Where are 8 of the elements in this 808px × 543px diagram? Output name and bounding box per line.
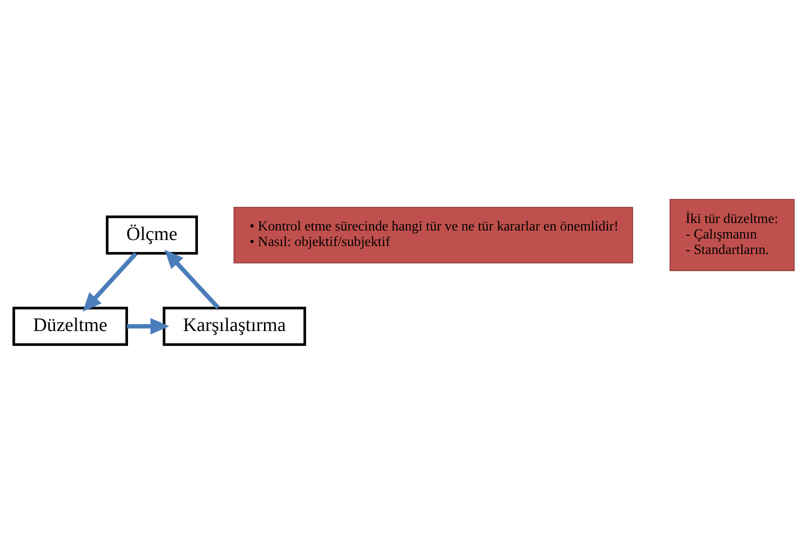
node-box: İki tür düzeltme: - Çalışmanın - Standartların. (670, 198, 795, 271)
arrow (82, 252, 138, 312)
node-box: • Kontrol etme sürecinde hangi tür ve ne tür kararlar en önemlidir! • Nasıl: objektif/subjektif (234, 206, 634, 263)
node-box: Ölçme (106, 215, 198, 254)
node-box: Karşılaştırma (162, 306, 306, 346)
arrow (127, 318, 170, 334)
arrow (164, 249, 220, 309)
node-box: Düzeltme (12, 306, 128, 346)
